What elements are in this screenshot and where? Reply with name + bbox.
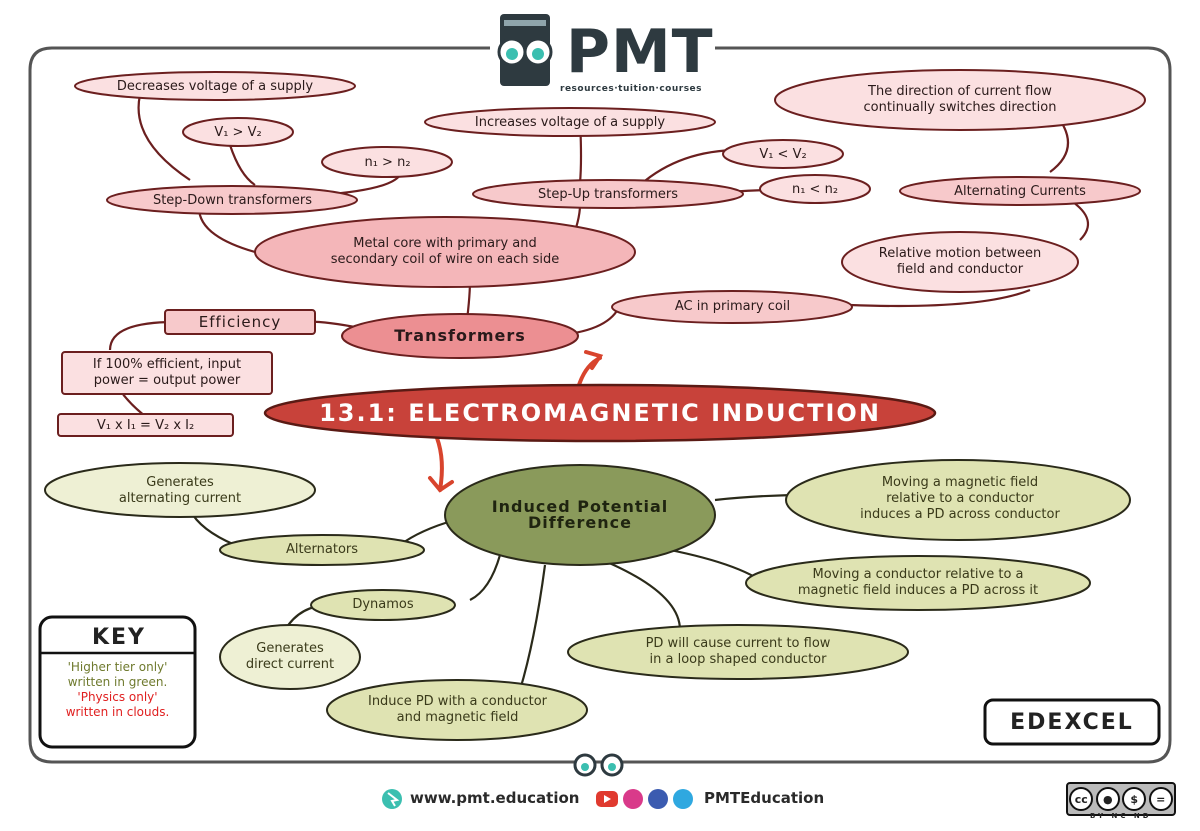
pmt-logo-icon xyxy=(497,14,553,86)
moving-conductor-line1: Moving a conductor relative to a xyxy=(812,567,1024,582)
step-down-effect: Decreases voltage of a supply xyxy=(116,79,314,94)
efficiency-note-line2: power = output power xyxy=(93,373,241,388)
key-title: KEY xyxy=(91,624,146,650)
induced-pd-line1: Induced Potential xyxy=(491,497,669,516)
pink-clouds xyxy=(74,69,1146,359)
moving-field-line1: Moving a magnetic field xyxy=(881,475,1039,490)
efficiency-node: Efficiency xyxy=(198,313,282,331)
efficiency-note-line1: If 100% efficient, input xyxy=(92,357,242,372)
induce-pd-line2: and magnetic field xyxy=(396,710,519,725)
key-line4: written in clouds. xyxy=(65,705,170,719)
step-up-effect: Increases voltage of a supply xyxy=(474,115,666,130)
noderivs-icon: = xyxy=(1148,787,1173,811)
transformers-node: Transformers xyxy=(394,326,526,345)
efficiency-note: If 100% efficient, input power = output … xyxy=(62,352,272,394)
relative-motion-line2: field and conductor xyxy=(896,262,1024,277)
step-up-voltage: V₁ < V₂ xyxy=(759,147,807,162)
ac-direction-node: The direction of current flow continuall… xyxy=(780,80,1140,120)
alternators-generates-line1: Generates xyxy=(146,475,214,490)
brand-tagline: resources·tuition·courses xyxy=(560,84,703,94)
cursor-icon xyxy=(382,789,402,809)
olive-clouds xyxy=(44,459,1131,741)
glasses-icon xyxy=(573,753,624,777)
moving-field-line2: relative to a conductor xyxy=(886,491,1034,506)
page-frame xyxy=(28,46,1172,764)
ac-direction-line2: continually switches direction xyxy=(863,100,1057,115)
power-equation: V₁ x I₁ = V₂ x I₂ xyxy=(96,417,195,433)
loop-conductor-node: PD will cause current to flow in a loop … xyxy=(572,633,904,671)
alternators-node: Alternators xyxy=(285,542,359,557)
social-icons xyxy=(596,789,693,809)
alternators-generates-line2: alternating current xyxy=(118,491,242,506)
noncommercial-icon: $ xyxy=(1122,787,1147,811)
title-banner-shape xyxy=(263,383,937,443)
relative-motion-line1: Relative motion between xyxy=(878,246,1042,261)
exam-board-label: EDEXCEL xyxy=(1010,709,1134,735)
moving-field-line3: induces a PD across conductor xyxy=(860,507,1060,522)
moving-field-node: Moving a magnetic field relative to a co… xyxy=(795,470,1125,528)
induced-pd-line2: Difference xyxy=(527,513,632,532)
ac-direction-line1: The direction of current flow xyxy=(868,84,1052,99)
alternators-generates: Generates alternating current xyxy=(50,472,310,510)
page-title: 13.1: ELECTROMAGNETIC INDUCTION xyxy=(319,399,881,427)
induced-pd-node: Induced Potential Difference xyxy=(450,485,710,545)
brand-name: PMT xyxy=(566,17,714,87)
moving-conductor-node: Moving a conductor relative to a magneti… xyxy=(752,564,1084,602)
step-up-turns: n₁ < n₂ xyxy=(791,182,839,197)
alternating-currents-node: Alternating Currents xyxy=(954,184,1086,199)
core-line2: secondary coil of wire on each side xyxy=(330,252,560,267)
license-text: BY NC ND xyxy=(1090,812,1152,820)
license-badge: cc ● $ = xyxy=(1066,782,1176,816)
attribution-icon: ● xyxy=(1095,787,1120,811)
website-link[interactable]: www.pmt.education xyxy=(410,789,580,807)
cc-icon: cc xyxy=(1069,787,1094,811)
edexcel-box xyxy=(983,698,1161,746)
moving-conductor-line2: magnetic field induces a PD across it xyxy=(797,583,1039,598)
dynamos-generates: Generates direct current xyxy=(222,638,358,676)
key-line1: 'Higher tier only' xyxy=(67,660,168,674)
loop-conductor-line2: in a loop shaped conductor xyxy=(649,652,827,667)
key-box xyxy=(38,615,197,749)
core-line1: Metal core with primary and xyxy=(353,236,537,251)
induce-pd-node: Induce PD with a conductor and magnetic … xyxy=(330,691,585,729)
key-line3: 'Physics only' xyxy=(77,690,158,704)
social-handle[interactable]: PMTEducation xyxy=(704,789,825,807)
step-down-voltage: V₁ > V₂ xyxy=(214,125,262,140)
step-down-node: Step-Down transformers xyxy=(152,193,313,208)
key-legend: 'Higher tier only' written in green. 'Ph… xyxy=(42,660,193,720)
step-up-node: Step-Up transformers xyxy=(537,187,679,202)
key-line2: written in green. xyxy=(67,675,168,689)
step-down-turns: n₁ > n₂ xyxy=(364,155,411,170)
ac-primary-node: AC in primary coil xyxy=(674,299,791,314)
induce-pd-line1: Induce PD with a conductor xyxy=(367,694,547,709)
dynamos-generates-line1: Generates xyxy=(256,641,324,656)
efficiency-boxes xyxy=(57,309,316,437)
loop-conductor-line1: PD will cause current to flow xyxy=(645,636,831,651)
dynamos-node: Dynamos xyxy=(352,597,414,612)
core-node: Metal core with primary and secondary co… xyxy=(260,232,630,272)
dynamos-generates-line2: direct current xyxy=(245,657,335,672)
relative-motion-node: Relative motion between field and conduc… xyxy=(845,242,1075,282)
